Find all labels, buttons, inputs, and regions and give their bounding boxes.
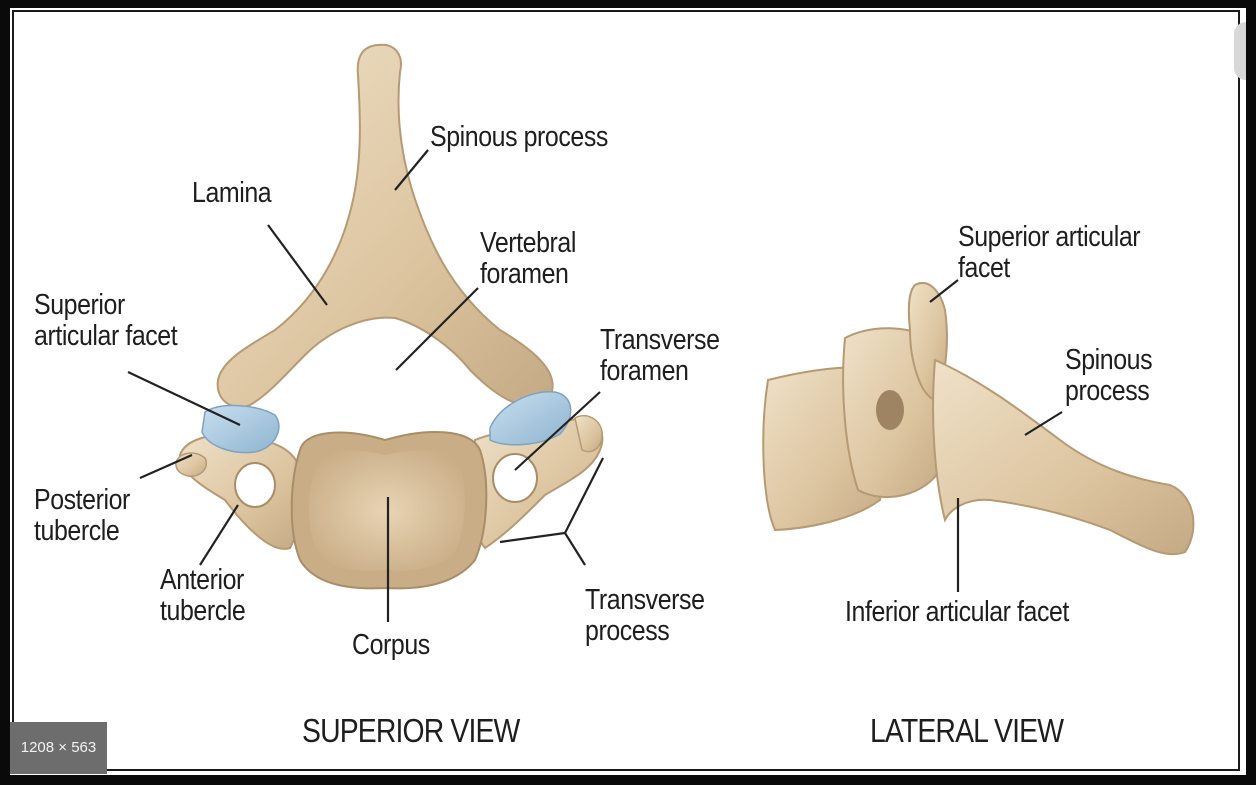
- label-transverse-process: Transverse process: [585, 585, 705, 647]
- lateral-spinous-process-shape: [933, 360, 1193, 554]
- label-posterior-tubercle: Posterior tubercle: [34, 485, 130, 547]
- leader-transverse-process-tail: [565, 533, 585, 565]
- side-scroll-handle[interactable]: [1234, 22, 1246, 80]
- label-inferior-articular-facet: Inferior articular facet: [845, 597, 1069, 628]
- label-lateral-spinous-process: Spinous process: [1065, 345, 1152, 407]
- image-size-badge: 1208 × 563: [10, 722, 107, 774]
- label-corpus: Corpus: [352, 630, 430, 661]
- left-transverse-foramen: [235, 463, 275, 507]
- label-spinous-process: Spinous process: [430, 122, 608, 153]
- right-transverse-foramen: [493, 454, 537, 502]
- lateral-foramen: [876, 390, 904, 430]
- label-vertebral-foramen: Vertebral foramen: [480, 228, 576, 290]
- lateral-view-drawing: [763, 283, 1193, 554]
- label-lamina: Lamina: [192, 178, 271, 209]
- label-anterior-tubercle: Anterior tubercle: [160, 565, 245, 627]
- lateral-view-title: LATERAL VIEW: [870, 712, 1063, 750]
- leader-anterior-tubercle: [200, 505, 238, 565]
- label-superior-articular-facet: Superior articular facet: [34, 290, 177, 352]
- superior-view-title: SUPERIOR VIEW: [302, 712, 519, 750]
- label-transverse-foramen: Transverse foramen: [600, 325, 720, 387]
- label-lateral-superior-articular-facet: Superior articular facet: [958, 222, 1140, 284]
- leader-lamina: [268, 225, 327, 305]
